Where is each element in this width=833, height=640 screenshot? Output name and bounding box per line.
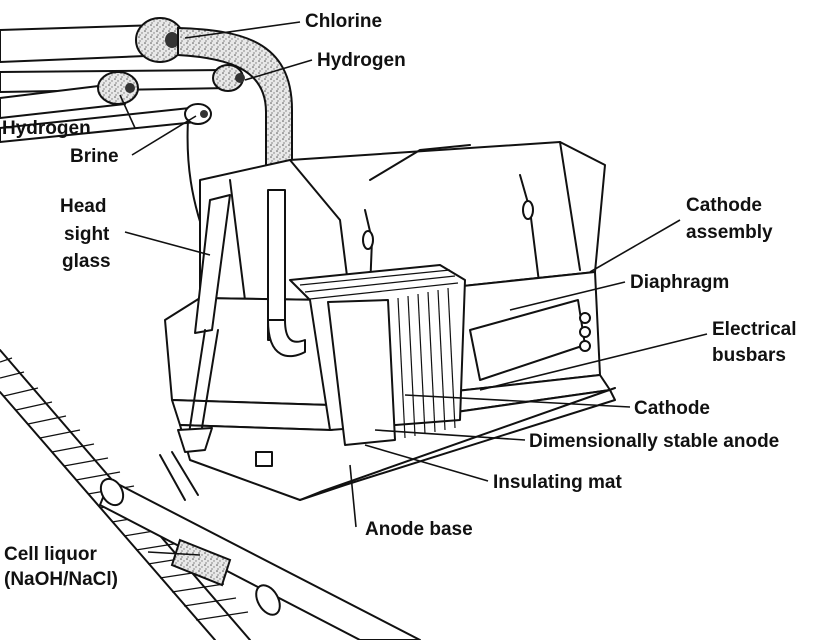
label-dimensionally-stable-anode: Dimensionally stable anode: [529, 431, 779, 452]
head-sight-glass: [194, 194, 231, 334]
leader-lines: [119, 21, 708, 556]
busbar-bolts: [579, 312, 591, 352]
cell-body: [164, 141, 616, 501]
labels: Chlorine Hydrogen Hydrogen Brine Head si…: [2, 11, 797, 590]
label-cell-liquor-1: Cell liquor: [4, 544, 98, 565]
label-head-sight-glass-1: Head: [60, 196, 106, 217]
header-pipes: [0, 17, 293, 251]
cell-liquor-pipe: [99, 451, 421, 640]
label-cathode: Cathode: [634, 398, 710, 419]
label-chlorine: Chlorine: [305, 11, 382, 32]
label-electrical-busbars-2: busbars: [712, 345, 786, 366]
label-insulating-mat: Insulating mat: [493, 472, 622, 493]
label-cathode-assembly-1: Cathode: [686, 195, 762, 216]
label-hydrogen-left: Hydrogen: [2, 118, 91, 139]
label-brine: Brine: [70, 146, 119, 167]
label-diaphragm: Diaphragm: [630, 272, 729, 293]
label-head-sight-glass-3: glass: [62, 251, 111, 272]
label-cathode-assembly-2: assembly: [686, 222, 773, 243]
cathode-plates: [289, 264, 466, 446]
label-electrical-busbars-1: Electrical: [712, 319, 797, 340]
label-head-sight-glass-2: sight: [64, 224, 110, 245]
label-cell-liquor-2: (NaOH/NaCl): [4, 569, 118, 590]
label-anode-base: Anode base: [365, 519, 473, 540]
label-hydrogen-top: Hydrogen: [317, 50, 406, 71]
